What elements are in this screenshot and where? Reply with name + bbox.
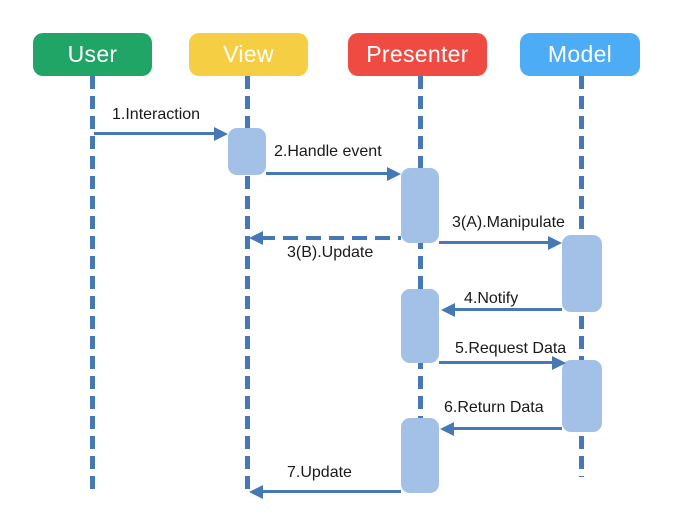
message-arrow-2-handle-event bbox=[266, 172, 390, 175]
message-arrow-3b-update-dashed bbox=[260, 236, 401, 240]
actor-box-model: Model bbox=[520, 33, 640, 76]
message-arrow-4-notify bbox=[452, 308, 562, 311]
activation-presenter-1 bbox=[401, 168, 439, 243]
arrowhead-5-right bbox=[552, 356, 566, 370]
activation-presenter-2 bbox=[401, 289, 439, 363]
actor-box-view: View bbox=[189, 33, 308, 76]
message-label-2: 2.Handle event bbox=[274, 143, 382, 160]
actor-box-user: User bbox=[33, 33, 152, 76]
message-arrow-1-interaction bbox=[94, 132, 217, 135]
message-label-4: 4.Notify bbox=[464, 290, 519, 307]
message-label-7: 7.Update bbox=[287, 464, 352, 481]
arrowhead-2-right bbox=[387, 167, 401, 181]
message-arrow-5-request-data bbox=[439, 361, 555, 364]
message-arrow-6-return-data bbox=[451, 427, 562, 430]
lifeline-view bbox=[245, 76, 250, 492]
lifeline-presenter bbox=[418, 76, 423, 493]
arrowhead-3b-left bbox=[249, 231, 263, 245]
lifeline-user bbox=[90, 76, 95, 494]
arrowhead-4-left bbox=[441, 303, 455, 317]
message-label-1: 1.Interaction bbox=[112, 106, 201, 123]
message-label-3a: 3(A).Manipulate bbox=[452, 214, 565, 231]
message-arrow-3a-manipulate bbox=[439, 241, 551, 244]
actor-box-presenter: Presenter bbox=[348, 33, 487, 76]
arrowhead-3a-right bbox=[548, 236, 562, 250]
activation-presenter-3 bbox=[401, 418, 439, 493]
message-label-6: 6.Return Data bbox=[444, 399, 544, 416]
arrowhead-7-left bbox=[249, 485, 263, 499]
activation-model-1 bbox=[562, 235, 602, 312]
message-label-3b: 3(B).Update bbox=[287, 244, 374, 261]
activation-model-2 bbox=[562, 360, 602, 432]
arrowhead-1-right bbox=[214, 127, 228, 141]
arrowhead-6-left bbox=[440, 422, 454, 436]
message-arrow-7-update bbox=[260, 490, 401, 493]
message-label-5: 5.Request Data bbox=[455, 340, 567, 357]
activation-view-1 bbox=[228, 128, 266, 175]
